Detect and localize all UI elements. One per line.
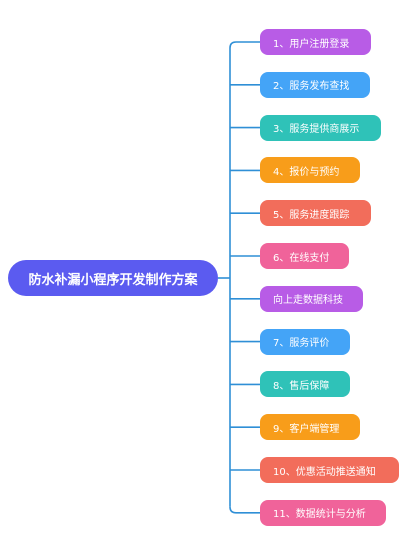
branch-node-label: 2、服务发布查找	[273, 81, 350, 93]
branch-node-label: 7、服务评价	[273, 338, 330, 350]
branch-node-label: 1、用户注册登录	[273, 38, 350, 50]
branch-node-label: 5、服务进度跟踪	[273, 209, 350, 221]
branch-node: 3、服务提供商展示	[260, 114, 381, 141]
branch-node-label: 9、客户端管理	[273, 423, 340, 435]
root-node-label: 防水补漏小程序开发制作方案	[28, 272, 198, 288]
branch-node: 10、优惠活动推送通知	[260, 457, 399, 483]
branch-connector	[229, 41, 260, 49]
branch-node: 11、数据统计与分析	[260, 499, 386, 526]
branch-node: 9、客户端管理	[260, 414, 360, 441]
branch-node: 5、服务进度跟踪	[260, 200, 371, 227]
branch-node: 2、服务发布查找	[260, 71, 370, 98]
branch-node-label: 3、服务提供商展示	[273, 124, 360, 136]
branch-node: 6、在线支付	[260, 243, 349, 269]
branch-node-label: 11、数据统计与分析	[273, 509, 366, 521]
branch-node-label: 4、报价与预约	[273, 166, 340, 178]
branch-node-label: 10、优惠活动推送通知	[273, 466, 376, 478]
branch-node-label: 6、在线支付	[273, 252, 330, 264]
branch-node-label: 8、售后保障	[273, 380, 330, 392]
root-node: 防水补漏小程序开发制作方案	[8, 260, 218, 296]
branch-node: 7、服务评价	[260, 328, 350, 355]
branch-node: 4、报价与预约	[260, 157, 360, 184]
branch-node: 向上走数据科技	[260, 285, 363, 312]
branch-node-label: 向上走数据科技	[273, 295, 343, 307]
branch-connector	[229, 506, 260, 514]
branch-node: 8、售后保障	[260, 371, 350, 398]
branch-node: 1、用户注册登录	[260, 29, 371, 55]
